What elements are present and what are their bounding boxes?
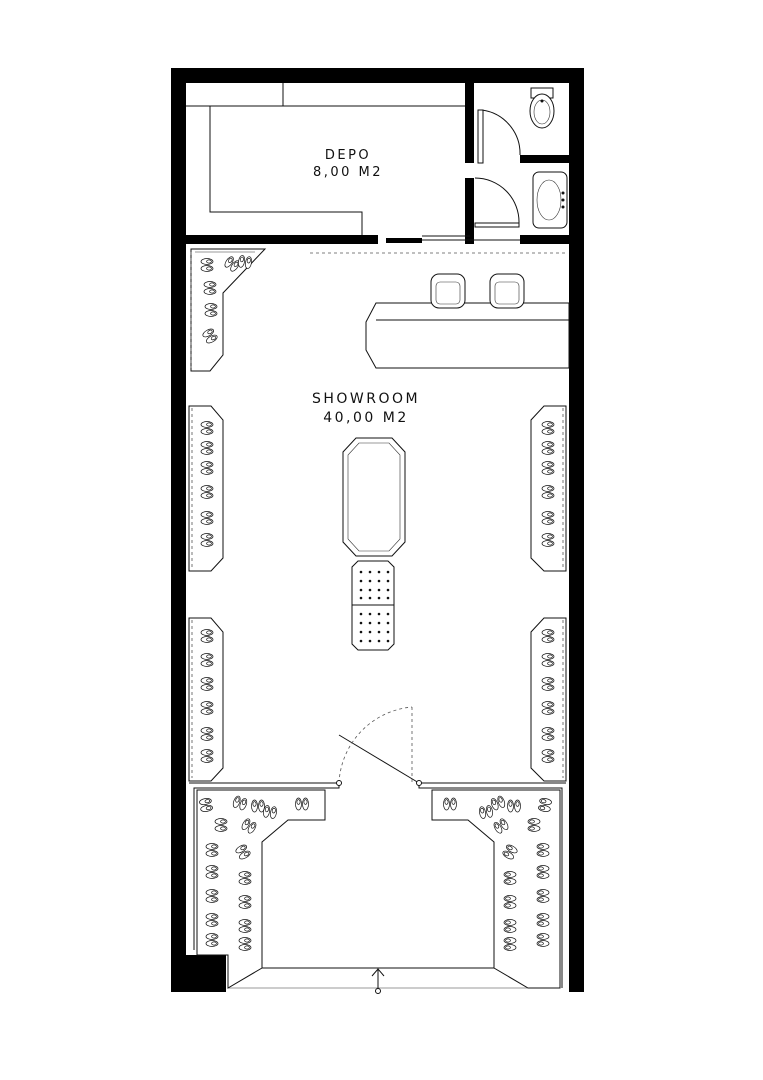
shoe-pair-icon — [200, 421, 214, 435]
shoe-pair-icon — [479, 805, 493, 819]
shoe-pair-icon — [232, 795, 248, 811]
shoe-displays — [199, 255, 555, 951]
door-swing-icon — [336, 706, 422, 786]
shoe-pair-icon — [251, 799, 265, 813]
shoe-pair-icon — [200, 629, 214, 643]
armchair-icon — [489, 273, 525, 309]
shoe-pair-icon — [214, 818, 228, 832]
shoe-pair-icon — [493, 818, 509, 834]
shoe-pair-icon — [503, 871, 517, 885]
center-bench — [351, 560, 395, 651]
shoe-pair-icon — [205, 865, 219, 879]
shoe-pair-icon — [205, 843, 219, 857]
depo-area: 8,00 M2 — [313, 165, 383, 180]
shoe-pair-icon — [443, 797, 457, 811]
shoe-pair-icon — [205, 933, 219, 947]
shoe-pair-icon — [527, 818, 541, 832]
entrance-partition — [189, 782, 566, 989]
shoe-pair-icon — [490, 795, 506, 811]
shoe-pair-icon — [502, 844, 518, 860]
shoe-pair-icon — [536, 913, 550, 927]
shoe-pair-icon — [541, 421, 555, 435]
wall-shelf-left-lower — [188, 617, 224, 782]
shoe-pair-icon — [202, 328, 218, 344]
shoe-pair-icon — [203, 281, 217, 295]
shoe-pair-icon — [200, 653, 214, 667]
shoe-pair-icon — [238, 937, 252, 951]
shoe-pair-icon — [541, 441, 555, 455]
shoe-pair-icon — [200, 533, 214, 547]
showroom-room: SHOWROOM 40,00 M2 — [188, 248, 570, 994]
shoe-pair-icon — [507, 799, 521, 813]
shoe-pair-icon — [200, 677, 214, 691]
shoe-pair-icon — [503, 919, 517, 933]
shoe-pair-icon — [200, 258, 214, 272]
shoe-pair-icon — [238, 919, 252, 933]
shoe-pair-icon — [541, 533, 555, 547]
toilet-icon — [529, 87, 555, 129]
shoe-pair-icon — [238, 871, 252, 885]
shoe-pair-icon — [536, 865, 550, 879]
shoe-pair-icon — [224, 256, 240, 272]
shoe-pair-icon — [235, 844, 251, 860]
shoe-pair-icon — [541, 701, 555, 715]
shoe-pair-icon — [503, 895, 517, 909]
shoe-pair-icon — [205, 913, 219, 927]
entrance-arrow-icon — [371, 968, 385, 994]
shoe-pair-icon — [503, 937, 517, 951]
door-swing-icon — [477, 109, 521, 164]
shoe-pair-icon — [200, 441, 214, 455]
shoe-pair-icon — [541, 653, 555, 667]
shoe-pair-icon — [238, 895, 252, 909]
sink-icon — [532, 171, 568, 229]
shoe-pair-icon — [200, 511, 214, 525]
shoe-pair-icon — [295, 797, 309, 811]
shoe-pair-icon — [541, 749, 555, 763]
shoe-pair-icon — [204, 303, 218, 317]
door-swing-icon — [474, 177, 520, 228]
showroom-area: 40,00 M2 — [323, 410, 409, 426]
shoe-pair-icon — [541, 677, 555, 691]
shoe-pair-icon — [536, 933, 550, 947]
shoe-pair-icon — [541, 461, 555, 475]
armchair-icon — [430, 273, 466, 309]
shoe-pair-icon — [200, 749, 214, 763]
shoe-pair-icon — [263, 805, 277, 819]
showroom-name: SHOWROOM — [312, 391, 420, 407]
depo-room: DEPO 8,00 M2 — [186, 83, 465, 235]
shoe-pair-icon — [541, 629, 555, 643]
shoe-pair-icon — [541, 511, 555, 525]
interior-walls — [186, 83, 569, 244]
shoe-pair-icon — [200, 485, 214, 499]
shoe-pair-icon — [200, 701, 214, 715]
shoe-pair-icon — [200, 461, 214, 475]
shoe-pair-icon — [205, 889, 219, 903]
exterior-walls — [171, 68, 584, 992]
shoe-pair-icon — [238, 255, 252, 269]
shoe-pair-icon — [538, 798, 552, 812]
display-table — [342, 437, 406, 557]
shoe-pair-icon — [541, 727, 555, 741]
shoe-pair-icon — [200, 727, 214, 741]
shoe-pair-icon — [536, 889, 550, 903]
shoe-pair-icon — [199, 798, 213, 812]
shoe-pair-icon — [241, 818, 257, 834]
cashier-desk — [365, 302, 570, 369]
wc-room — [422, 87, 568, 241]
shoe-pair-icon — [541, 485, 555, 499]
wall-shelf-right-lower — [530, 617, 567, 782]
depo-name: DEPO — [325, 148, 371, 163]
shoe-pair-icon — [536, 843, 550, 857]
